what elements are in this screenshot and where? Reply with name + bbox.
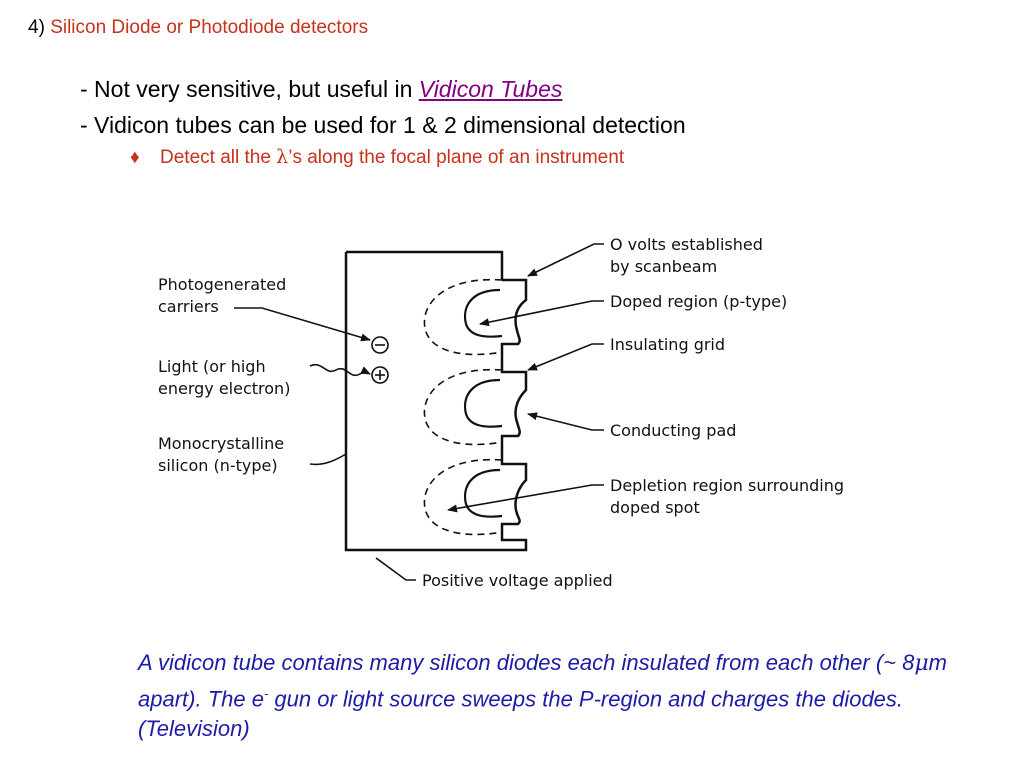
caption-paragraph: A vidicon tube contains many silicon dio… (138, 648, 958, 744)
label-mono-2: silicon (n-type) (158, 456, 278, 475)
label-photogenerated-1: Photogenerated (158, 275, 286, 294)
label-conducting-pad: Conducting pad (610, 421, 736, 440)
title-number: 4) (28, 17, 45, 38)
label-depletion-1: Depletion region surrounding (610, 476, 844, 495)
label-photogenerated-2: carriers (158, 297, 219, 316)
label-insulating-grid: Insulating grid (610, 335, 725, 354)
label-light-2: energy electron) (158, 379, 290, 398)
label-doped-region: Doped region (p-type) (610, 292, 787, 311)
left-leader-lines (234, 307, 371, 466)
electron-superscript: - (263, 686, 269, 701)
doped-regions (464, 288, 503, 518)
label-zero-volts-2: by scanbeam (610, 257, 717, 276)
diamond-bullet-icon: ♦ (130, 147, 140, 168)
caption-part-3: gun or light source sweeps the P-region … (138, 686, 904, 742)
silicon-wafer (344, 250, 528, 552)
minus-carrier-icon (371, 336, 389, 354)
bullet1-text: - Not very sensitive, but useful in (80, 76, 419, 102)
label-light-1: Light (or high (158, 357, 266, 376)
sub-bullet-focal-plane: ♦ Detect all the λ’s along the focal plan… (130, 146, 624, 169)
sub-text-after: ’s along the focal plane of an instrumen… (288, 147, 625, 168)
depletion-regions (423, 278, 503, 536)
bullet-sensitivity: - Not very sensitive, but useful in Vidi… (80, 76, 562, 103)
slide-title: 4) Silicon Diode or Photodiode detectors (28, 17, 368, 39)
label-zero-volts-1: O volts established (610, 235, 763, 254)
label-depletion-2: doped spot (610, 498, 700, 517)
label-mono-1: Monocrystalline (158, 434, 284, 453)
plus-carrier-icon (371, 366, 389, 384)
title-text: Silicon Diode or Photodiode detectors (50, 17, 369, 38)
lambda-symbol: λ (276, 146, 289, 168)
bullet-dimensional: - Vidicon tubes can be used for 1 & 2 di… (80, 112, 686, 138)
right-leader-lines (375, 243, 604, 581)
sub-text-before: Detect all the (160, 147, 277, 168)
micro-symbol: μ (914, 651, 929, 676)
label-positive-voltage: Positive voltage applied (422, 571, 613, 590)
caption-part-2: m apart). The e (138, 650, 947, 712)
vidicon-tubes-link[interactable]: Vidicon Tubes (418, 76, 563, 102)
caption-part-1: A vidicon tube contains many silicon dio… (138, 650, 915, 675)
vidicon-diagram: Photogenerated carriers Light (or high e… (158, 235, 844, 590)
